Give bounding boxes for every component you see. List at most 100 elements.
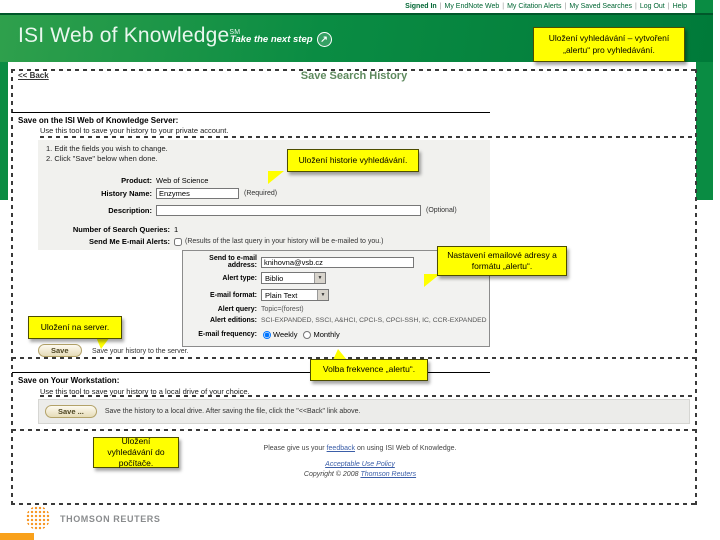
orange-accent-bar bbox=[0, 533, 34, 540]
save-workstation-note: Save the history to a local drive. After… bbox=[104, 408, 361, 415]
frequency-weekly-label: Weekly bbox=[273, 330, 298, 339]
separator: | bbox=[439, 3, 442, 10]
send-address-row: Send to e-mail address: bbox=[185, 255, 485, 269]
email-format-select[interactable]: Plain Text ▼ bbox=[261, 289, 329, 301]
feedback-pre: Please give us your bbox=[263, 445, 327, 452]
email-frequency-row: E-mail frequency: Weekly Monthly bbox=[185, 330, 485, 339]
policy-line: Acceptable Use Policy bbox=[150, 461, 570, 468]
acceptable-use-policy-link[interactable]: Acceptable Use Policy bbox=[325, 461, 395, 468]
callout-tail bbox=[268, 171, 284, 184]
alert-query-row: Alert query: Topic=(forest) bbox=[185, 306, 485, 313]
section-rule-1 bbox=[12, 112, 490, 113]
email-alerts-checkbox[interactable] bbox=[174, 237, 182, 246]
history-name-label: History Name: bbox=[101, 189, 152, 198]
back-link[interactable]: << Back bbox=[18, 71, 49, 80]
alert-type-select[interactable]: Biblio ▼ bbox=[261, 272, 326, 284]
history-name-input[interactable] bbox=[156, 188, 239, 199]
copyright-pre: Copyright © 2008 bbox=[303, 471, 361, 478]
signed-in-status: Signed In bbox=[405, 3, 437, 10]
top-link-bar: Signed In | My EndNote Web | My Citation… bbox=[0, 0, 695, 13]
dashed-border-right bbox=[695, 69, 697, 505]
link-help[interactable]: Help bbox=[672, 3, 687, 10]
workstation-heading: Save on Your Workstation: bbox=[18, 376, 120, 385]
alert-type-row: Alert type: Biblio ▼ bbox=[185, 272, 485, 284]
callout-email-settings: Nastavení emailové adresy a formátu „ale… bbox=[437, 246, 567, 276]
callout-tail bbox=[96, 337, 110, 349]
feedback-link[interactable]: feedback bbox=[326, 445, 356, 452]
alert-type-label: Alert type: bbox=[222, 274, 257, 282]
feedback-line: Please give us your feedback on using IS… bbox=[150, 445, 570, 452]
callout-server-save: Uložení na server. bbox=[28, 316, 122, 339]
dashed-border-bottom bbox=[11, 503, 697, 505]
green-corner bbox=[695, 0, 713, 13]
section-rule-2 bbox=[12, 372, 490, 373]
link-my-citation-alerts[interactable]: My Citation Alerts bbox=[507, 3, 562, 10]
dashed-divider-3 bbox=[40, 395, 695, 397]
server-section-heading: Save on the ISI Web of Knowledge Server: bbox=[18, 116, 179, 125]
step-1: 1. Edit the fields you wish to change. bbox=[46, 144, 168, 153]
tagline: Take the next step↗ bbox=[230, 32, 332, 47]
sm-mark: SM bbox=[229, 29, 241, 36]
link-log-out[interactable]: Log Out bbox=[639, 3, 665, 10]
product-label: Product: bbox=[121, 176, 152, 185]
alert-editions-row: Alert editions: SCI-EXPANDED, SSCI, A&HC… bbox=[185, 317, 489, 324]
link-my-saved-searches[interactable]: My Saved Searches bbox=[569, 3, 633, 10]
callout-tail bbox=[333, 349, 347, 360]
step-2: 2. Click "Save" below when done. bbox=[46, 154, 158, 163]
email-address-input[interactable] bbox=[261, 256, 414, 268]
description-input[interactable] bbox=[156, 205, 421, 216]
save-server-button[interactable]: Save bbox=[38, 344, 82, 357]
callout-tail bbox=[424, 274, 440, 287]
callout-history-save: Uložení historie vyhledávání. bbox=[287, 149, 419, 172]
thomson-reuters-link[interactable]: Thomson Reuters bbox=[360, 471, 417, 478]
alert-editions-value: SCI-EXPANDED, SSCI, A&HCI, CPCI-S, CPCI-… bbox=[261, 317, 487, 324]
email-format-value: Plain Text bbox=[265, 290, 298, 300]
separator: | bbox=[564, 3, 567, 10]
page-title: Save Search History bbox=[300, 70, 408, 82]
optional-note: (Optional) bbox=[426, 207, 457, 214]
description-row: Description: (Optional) bbox=[40, 205, 500, 216]
email-frequency-label: E-mail frequency: bbox=[198, 331, 257, 338]
send-address-label: Send to e-mail address: bbox=[209, 255, 257, 269]
callout-workstation-save: Uložení vyhledávání do počítače. bbox=[93, 436, 179, 468]
callout-frequency: Volba frekvence „alertu“. bbox=[310, 359, 428, 381]
email-alerts-label: Send Me E-mail Alerts: bbox=[89, 237, 170, 246]
next-step-arrow-icon[interactable]: ↗ bbox=[316, 32, 332, 47]
dashed-border-top bbox=[11, 69, 697, 71]
alert-query-label: Alert query: bbox=[217, 306, 257, 313]
email-alerts-row: Send Me E-mail Alerts: (Results of the l… bbox=[40, 237, 490, 246]
email-format-row: E-mail format: Plain Text ▼ bbox=[185, 289, 485, 301]
save-workstation-button[interactable]: Save ... bbox=[45, 405, 97, 418]
separator: | bbox=[635, 3, 637, 10]
isi-wok-logo: ISI Web of KnowledgeSM bbox=[18, 24, 241, 47]
link-my-endnote-web[interactable]: My EndNote Web bbox=[444, 3, 500, 10]
frequency-monthly-label: Monthly bbox=[313, 330, 340, 339]
chevron-down-icon: ▼ bbox=[317, 290, 328, 300]
separator: | bbox=[502, 3, 505, 10]
right-green-strip bbox=[696, 62, 713, 200]
workstation-intro: Use this tool to save your history to a … bbox=[40, 387, 250, 396]
dashed-divider-4 bbox=[12, 429, 695, 431]
frequency-monthly-radio[interactable] bbox=[303, 330, 312, 339]
alert-editions-label: Alert editions: bbox=[209, 317, 257, 324]
required-note: (Required) bbox=[244, 190, 278, 197]
copyright-line: Copyright © 2008 Thomson Reuters bbox=[150, 471, 570, 478]
workstation-save-bar: Save ... Save the history to a local dri… bbox=[38, 399, 690, 424]
feedback-post: on using ISI Web of Knowledge. bbox=[355, 445, 457, 452]
alert-type-value: Biblio bbox=[265, 273, 284, 283]
product-row: Product: Web of Science bbox=[40, 176, 480, 185]
queries-value: 1 bbox=[174, 225, 179, 234]
email-alerts-note: (Results of the last query in your histo… bbox=[185, 238, 384, 245]
frequency-weekly-radio[interactable] bbox=[263, 330, 271, 339]
thomson-reuters-wordmark: THOMSON REUTERS bbox=[60, 514, 161, 524]
callout-alert-creation: Uložení vyhledávání – vytvoření „alertu“… bbox=[533, 27, 685, 62]
chevron-down-icon: ▼ bbox=[314, 273, 325, 283]
product-value: Web of Science bbox=[156, 176, 209, 185]
save-server-note: Save your history to the server. bbox=[92, 348, 189, 355]
left-green-strip bbox=[0, 62, 8, 200]
queries-label: Number of Search Queries: bbox=[72, 225, 170, 234]
dashed-divider-1 bbox=[40, 136, 695, 138]
dashed-divider-2 bbox=[12, 357, 695, 359]
server-section-intro: Use this tool to save your history to yo… bbox=[40, 126, 229, 135]
